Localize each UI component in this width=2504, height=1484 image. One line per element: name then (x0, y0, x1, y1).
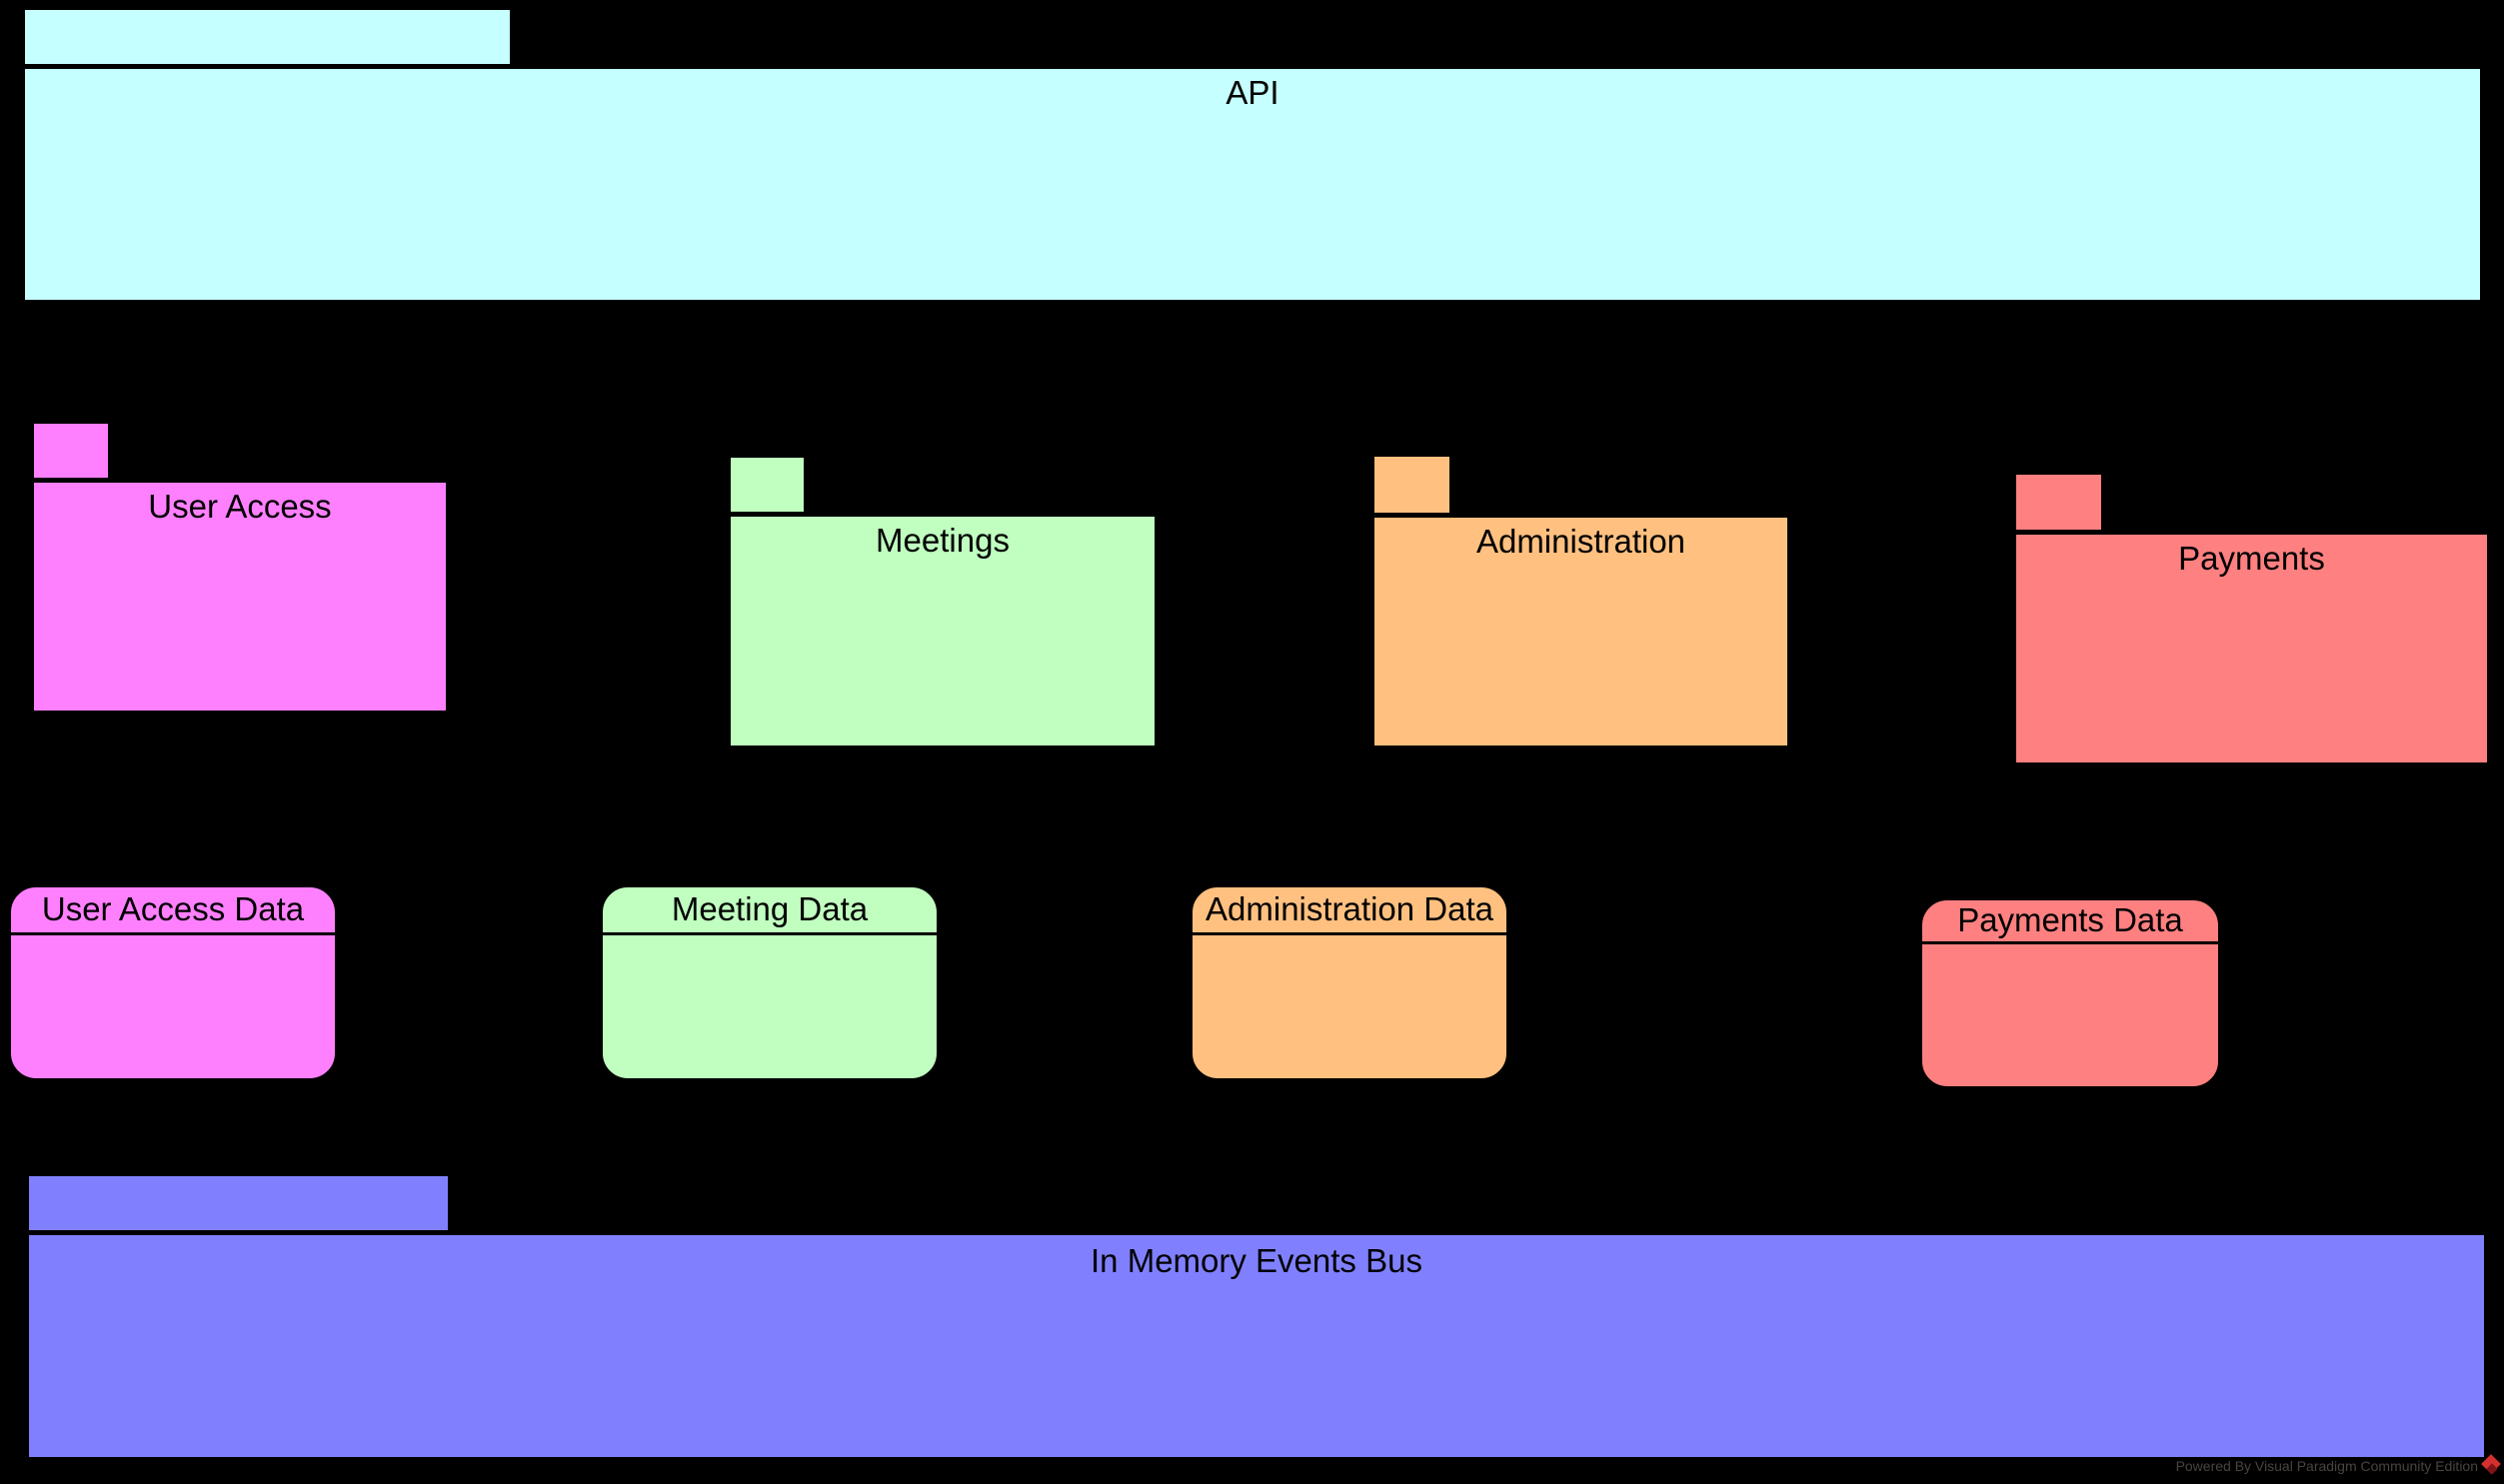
watermark-text: Powered By Visual Paradigm Community Edi… (2175, 1458, 2478, 1474)
data-store-meeting-data[interactable]: Meeting Data (600, 884, 940, 1081)
package-meetings[interactable]: Meetings (729, 515, 1157, 747)
package-payments[interactable]: Payments (2014, 533, 2489, 764)
data-store-payments-data[interactable]: Payments Data (1919, 897, 2221, 1089)
data-store-user-access-data[interactable]: User Access Data (8, 884, 338, 1081)
data-store-administration-data[interactable]: Administration Data (1190, 884, 1509, 1081)
package-in-memory-events-bus[interactable]: In Memory Events Bus (27, 1233, 2486, 1459)
package-payments-label: Payments (2178, 540, 2325, 577)
package-in-memory-events-bus-label: In Memory Events Bus (1091, 1242, 1422, 1279)
data-store-meeting-data-label: Meeting Data (603, 887, 937, 935)
package-administration-label: Administration (1475, 523, 1686, 560)
watermark: Powered By Visual Paradigm Community Edi… (2176, 1451, 2503, 1481)
package-api[interactable]: API (23, 67, 2482, 302)
package-meetings-tab (729, 456, 806, 515)
package-meetings-label: Meetings (876, 522, 1010, 559)
data-store-administration-data-label: Administration Data (1193, 887, 1506, 935)
package-payments-tab (2014, 473, 2103, 533)
package-user-access-tab (32, 422, 110, 481)
package-administration-tab (1372, 455, 1451, 516)
package-administration[interactable]: Administration (1372, 516, 1789, 747)
visual-paradigm-logo-icon (2481, 1452, 2503, 1480)
package-user-access[interactable]: User Access (32, 481, 448, 713)
package-user-access-label: User Access (148, 488, 332, 525)
data-store-user-access-data-label: User Access Data (11, 887, 335, 935)
data-store-payments-data-label: Payments Data (1922, 900, 2218, 944)
package-api-label: API (1226, 74, 1279, 111)
package-in-memory-events-bus-tab (27, 1174, 450, 1233)
package-api-tab (23, 8, 512, 67)
